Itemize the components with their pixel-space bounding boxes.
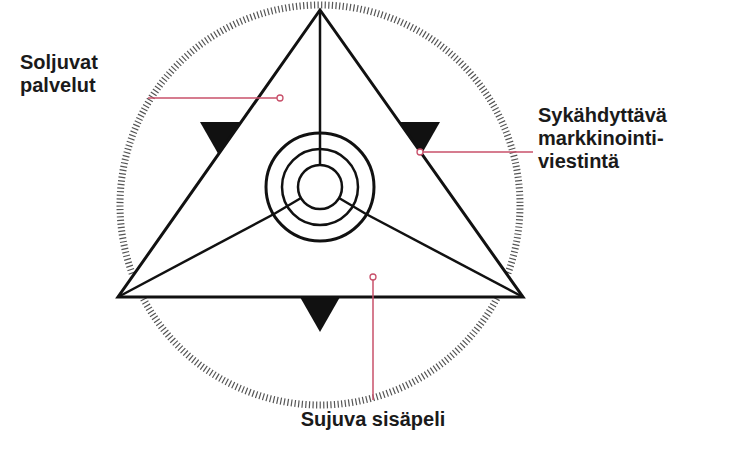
leader-dot xyxy=(370,274,376,280)
divider-line xyxy=(319,10,322,133)
region-label: Sujuva sisäpeli xyxy=(301,408,446,431)
leader-line xyxy=(148,97,277,99)
leader-dot xyxy=(277,95,283,101)
divider-line xyxy=(366,214,523,297)
spoke xyxy=(319,133,322,165)
dotted-ring xyxy=(120,5,520,405)
spoke xyxy=(274,198,301,214)
region-label: Soljuvat palvelut xyxy=(20,51,135,97)
leader-line xyxy=(372,280,374,400)
inner-ring xyxy=(298,165,342,209)
spoke xyxy=(339,198,366,214)
divider-line xyxy=(118,214,274,297)
leader-line xyxy=(423,151,533,153)
main-triangle xyxy=(118,10,523,297)
outer-ring xyxy=(266,133,374,241)
leader-dot xyxy=(417,149,423,155)
region-label: Sykähdyttävä markkinointi- viestintä xyxy=(538,104,708,173)
